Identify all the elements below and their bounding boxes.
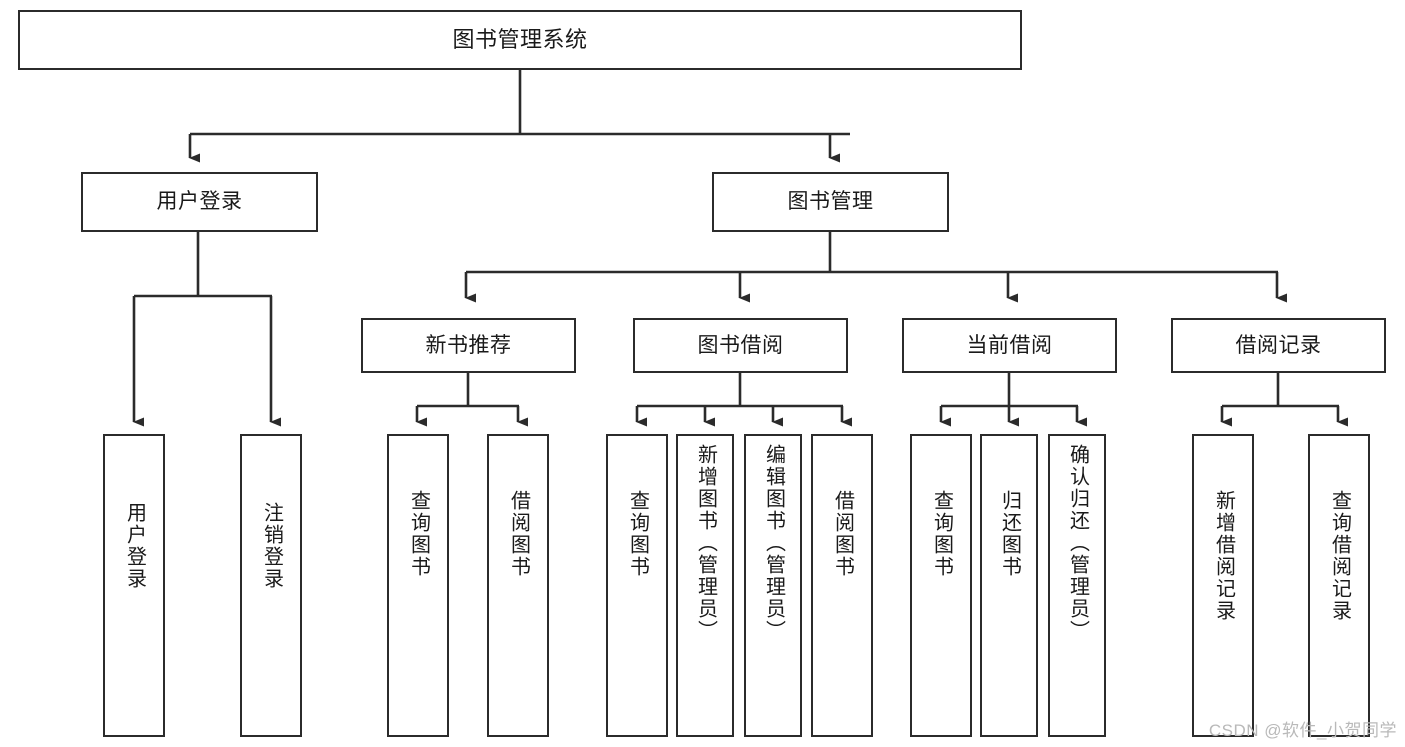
node-root-system[interactable]: 图书管理系统 <box>18 10 1022 70</box>
node-label: 新增借阅记录 <box>1212 490 1235 622</box>
leaf-current-return-book[interactable]: 归还图书 <box>980 434 1038 737</box>
node-book-borrow[interactable]: 图书借阅 <box>633 318 848 373</box>
leaf-current-query-book[interactable]: 查询图书 <box>910 434 972 737</box>
node-label: 编辑图书（管理员） <box>762 444 785 642</box>
leaf-borrow-edit-book-admin[interactable]: 编辑图书（管理员） <box>744 434 802 737</box>
node-label: 借阅图书 <box>831 490 854 578</box>
node-label: 注销登录 <box>260 502 283 590</box>
node-label: 确认归还（管理员） <box>1066 444 1089 642</box>
node-label: 查询图书 <box>930 490 953 578</box>
node-label: 当前借阅 <box>966 333 1053 357</box>
node-label: 借阅图书 <box>507 490 530 578</box>
leaf-record-add-record[interactable]: 新增借阅记录 <box>1192 434 1254 737</box>
node-current-borrow[interactable]: 当前借阅 <box>902 318 1117 373</box>
leaf-user-login-logout[interactable]: 注销登录 <box>240 434 302 737</box>
node-label: 用户登录 <box>123 502 146 590</box>
leaf-borrow-borrow-book[interactable]: 借阅图书 <box>811 434 873 737</box>
node-label: 归还图书 <box>998 490 1021 578</box>
leaf-user-login-login[interactable]: 用户登录 <box>103 434 165 737</box>
node-label: 查询图书 <box>626 490 649 578</box>
node-new-book-recommend[interactable]: 新书推荐 <box>361 318 576 373</box>
leaf-borrow-add-book-admin[interactable]: 新增图书（管理员） <box>676 434 734 737</box>
node-label: 查询借阅记录 <box>1328 490 1351 622</box>
node-label: 图书管理 <box>787 190 874 214</box>
leaf-borrow-query-book[interactable]: 查询图书 <box>606 434 668 737</box>
leaf-record-query-record[interactable]: 查询借阅记录 <box>1308 434 1370 737</box>
node-label: 新增图书（管理员） <box>694 444 717 642</box>
leaf-current-confirm-return-admin[interactable]: 确认归还（管理员） <box>1048 434 1106 737</box>
node-label: 图书管理系统 <box>452 26 588 52</box>
node-label: 图书借阅 <box>697 333 784 357</box>
node-label: 借阅记录 <box>1235 333 1322 357</box>
leaf-recommend-query-book[interactable]: 查询图书 <box>387 434 449 737</box>
node-borrow-record[interactable]: 借阅记录 <box>1171 318 1386 373</box>
node-user-login[interactable]: 用户登录 <box>81 172 318 232</box>
node-label: 新书推荐 <box>425 333 512 357</box>
node-label: 查询图书 <box>407 490 430 578</box>
node-label: 用户登录 <box>156 190 243 214</box>
node-book-management[interactable]: 图书管理 <box>712 172 949 232</box>
leaf-recommend-borrow-book[interactable]: 借阅图书 <box>487 434 549 737</box>
csdn-watermark: CSDN @软件_小贺同学 <box>1208 721 1397 740</box>
